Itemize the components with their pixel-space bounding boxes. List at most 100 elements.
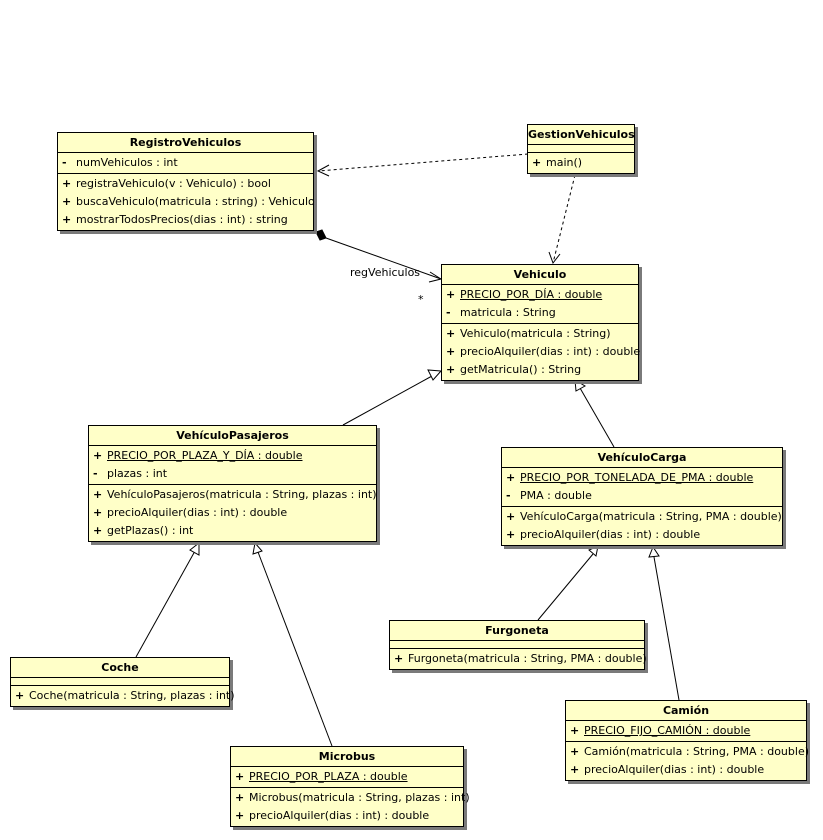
operations-compartment: + VehículoPasajeros(matricula : String, p…	[89, 485, 377, 541]
operation-row: + Camión(matricula : String, PMA : double…	[566, 743, 810, 761]
operation-text: VehículoCarga(matricula : String, PMA : …	[520, 510, 782, 523]
class-registro-vehiculos[interactable]: RegistroVehiculos-numVehiculos : int+reg…	[57, 132, 315, 231]
visibility-marker: -	[62, 156, 67, 169]
operation-row: +Coche(matricula : String, plazas : int)	[11, 687, 235, 705]
visibility-marker: +	[235, 791, 245, 804]
visibility-marker: +	[93, 488, 103, 501]
generalization-pasajeros-vehiculo	[342, 369, 443, 426]
visibility-marker: -	[506, 489, 511, 502]
attributes-compartment: -numVehiculos : int	[58, 153, 313, 174]
class-name: RegistroVehiculos	[58, 133, 313, 153]
attribute-row: +PRECIO_POR_TONELADA_DE_PMA : double	[502, 469, 782, 487]
operation-text: buscaVehiculo(matricula : string) : Vehi…	[76, 195, 315, 208]
visibility-marker: +	[394, 652, 404, 665]
visibility-marker: +	[93, 506, 103, 519]
class-gestion-vehiculos[interactable]: GestionVehiculos+main()	[527, 124, 635, 174]
visibility-marker: +	[532, 156, 542, 169]
visibility-marker: +	[446, 345, 456, 358]
attributes-compartment: +PRECIO_POR_TONELADA_DE_PMA : double-PMA…	[502, 468, 782, 507]
operation-text: main()	[546, 156, 583, 169]
class-vehiculo-pasajeros[interactable]: VehículoPasajeros + PRECIO_POR_PLAZA_Y_DÍA…	[88, 425, 377, 542]
operation-text: registraVehiculo(v : Vehiculo) : bool	[76, 177, 271, 190]
class-microbus[interactable]: Microbus + PRECIO_POR_PLAZA : double + Micro…	[230, 746, 470, 827]
operation-text: getPlazas() : int	[107, 524, 194, 537]
operation-text: Camión(matricula : String, PMA : double)	[584, 745, 810, 758]
composition-role-label: regVehiculos	[350, 266, 421, 279]
class-camion[interactable]: Camión + PRECIO_FIJO_CAMIÓN : double + Camió…	[565, 700, 810, 781]
composition-registro-vehiculo	[315, 229, 443, 283]
attribute-text: PRECIO_FIJO_CAMIÓN : double	[584, 724, 751, 737]
class-furgoneta[interactable]: Furgoneta + Furgoneta(matricula : String, …	[389, 620, 647, 670]
class-vehiculo[interactable]: Vehiculo+PRECIO_POR_DÍA : double-matricu…	[441, 264, 641, 381]
visibility-marker: +	[235, 770, 245, 783]
operation-text: precioAlquiler(dias : int) : double	[460, 345, 641, 358]
attribute-text: PMA : double	[520, 489, 592, 502]
attribute-text: plazas : int	[107, 467, 168, 480]
visibility-marker: +	[570, 763, 580, 776]
visibility-marker: +	[235, 809, 245, 822]
attributes-compartment: +PRECIO_POR_PLAZA_Y_DÍA : double-plazas …	[89, 446, 376, 485]
visibility-marker: -	[93, 467, 98, 480]
operation-row: +getMatricula() : String	[442, 361, 638, 379]
operations-compartment: + Vehiculo(matricula : String) + precioAlqu…	[442, 324, 641, 380]
attributes-compartment	[11, 678, 229, 686]
attributes-compartment	[528, 145, 634, 153]
visibility-marker: +	[446, 288, 456, 301]
visibility-marker: +	[570, 724, 580, 737]
attribute-row: + PRECIO_FIJO_CAMIÓN : double	[566, 722, 806, 740]
operation-row: +getPlazas() : int	[89, 522, 376, 540]
attribute-row: -plazas : int	[89, 465, 376, 483]
attribute-text: PRECIO_POR_PLAZA : double	[249, 770, 408, 783]
class-name: Furgoneta	[390, 621, 644, 641]
operation-row: + precioAlquiler(dias : int) : double	[231, 807, 463, 825]
operation-row: + precioAlquiler(dias : int) : double	[566, 761, 806, 779]
operation-text: precioAlquiler(dias : int) : double	[249, 809, 430, 822]
class-name: Vehiculo	[442, 265, 638, 285]
attributes-compartment	[390, 641, 644, 649]
operations-compartment: + Camión(matricula : String, PMA : double…	[566, 742, 810, 780]
attribute-row: -PMA : double	[502, 487, 782, 505]
attribute-row: +PRECIO_POR_DÍA : double	[442, 286, 638, 304]
operation-text: Furgoneta(matricula : String, PMA : doub…	[408, 652, 647, 665]
operation-text: VehículoPasajeros(matricula : String, pl…	[107, 488, 377, 501]
generalization-furgoneta-carga	[537, 545, 599, 621]
operation-text: getMatricula() : String	[460, 363, 582, 376]
class-coche[interactable]: Coche+Coche(matricula : String, plazas :…	[10, 657, 235, 707]
attribute-row: + PRECIO_POR_PLAZA : double	[231, 768, 463, 786]
operation-text: precioAlquiler(dias : int) : double	[107, 506, 288, 519]
class-name: Camión	[566, 701, 806, 721]
class-name: VehículoCarga	[502, 448, 782, 468]
visibility-marker: +	[62, 213, 72, 226]
attribute-text: PRECIO_POR_TONELADA_DE_PMA : double	[520, 471, 754, 484]
visibility-marker: +	[62, 177, 72, 190]
operation-row: + mostrarTodosPrecios(dias : int) : strin…	[58, 211, 313, 229]
dependency-gestion-vehiculo	[548, 174, 576, 265]
operation-row: + Vehiculo(matricula : String)	[442, 325, 638, 343]
attributes-compartment: + PRECIO_POR_PLAZA : double	[231, 767, 463, 788]
visibility-marker: +	[446, 327, 456, 340]
visibility-marker: -	[446, 306, 451, 319]
operation-text: mostrarTodosPrecios(dias : int) : string	[76, 213, 288, 226]
generalization-camion-carga	[648, 545, 680, 701]
operation-row: +VehículoCarga(matricula : String, PMA :…	[502, 508, 782, 526]
visibility-marker: +	[93, 449, 103, 462]
operation-row: + main()	[528, 154, 634, 172]
operation-row: + Microbus(matricula : String, plazas : i…	[231, 789, 470, 807]
class-vehiculo-carga[interactable]: VehículoCarga+PRECIO_POR_TONELADA_DE_PMA…	[501, 447, 783, 546]
attribute-text: PRECIO_POR_PLAZA_Y_DÍA : double	[107, 449, 303, 462]
generalization-microbus-pasajeros	[252, 541, 333, 747]
visibility-marker: +	[570, 745, 580, 758]
operation-text: Vehiculo(matricula : String)	[460, 327, 611, 340]
operations-compartment: + VehículoCarga(matricula : String, PMA :…	[502, 507, 782, 545]
class-name: Microbus	[231, 747, 463, 767]
operations-compartment: + Microbus(matricula : String, plazas : i…	[231, 788, 470, 826]
operation-row: + precioAlquiler(dias : int) : double	[442, 343, 641, 361]
operation-text: Microbus(matricula : String, plazas : in…	[249, 791, 470, 804]
generalization-carga-vehiculo	[574, 379, 615, 448]
attribute-text: numVehiculos : int	[76, 156, 178, 169]
operation-text: precioAlquiler(dias : int) : double	[584, 763, 765, 776]
operations-compartment: + main()	[528, 153, 634, 173]
class-name: VehículoPasajeros	[89, 426, 376, 446]
operation-text: Coche(matricula : String, plazas : int)	[29, 689, 235, 702]
visibility-marker: +	[506, 528, 516, 541]
